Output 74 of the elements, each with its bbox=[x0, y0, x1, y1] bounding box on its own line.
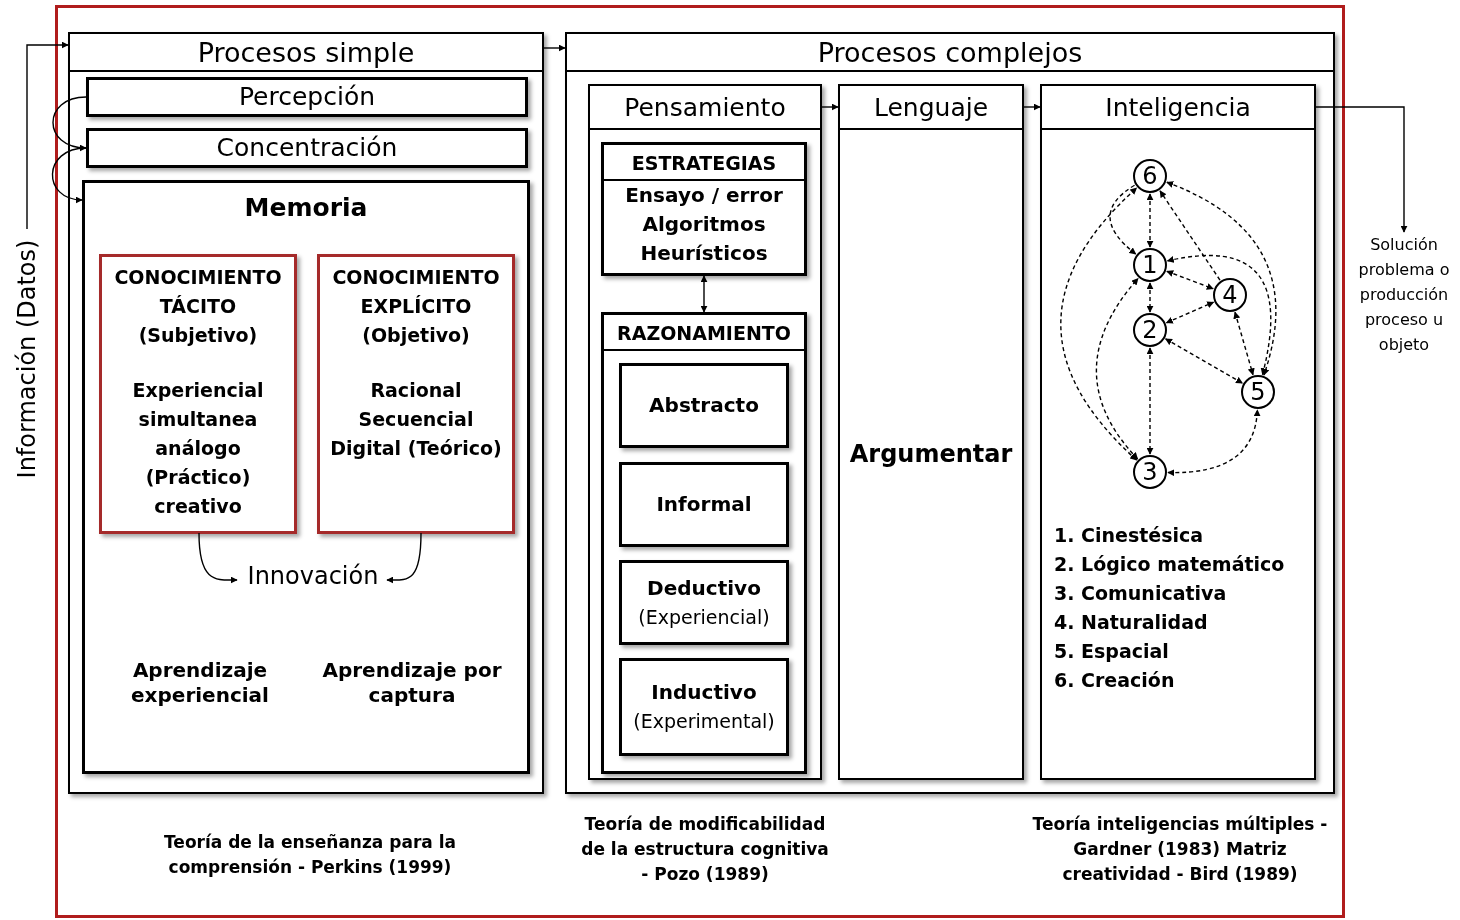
process-panel bbox=[565, 32, 1335, 794]
dashed-arrow bbox=[1164, 338, 1244, 384]
dashed-arrow bbox=[1165, 301, 1215, 324]
column-heading: Inteligencia bbox=[1042, 86, 1314, 130]
dashed-arrow bbox=[1166, 254, 1272, 376]
arrow bbox=[700, 275, 708, 313]
caption-text: Teoría inteligencias múltiples - Gardner (1983) Matriz creatividad - Bird (1989) bbox=[1031, 813, 1329, 886]
list-item: 4. Naturalidad bbox=[1054, 610, 1209, 635]
process-column bbox=[588, 84, 822, 780]
memory-box bbox=[82, 180, 530, 774]
knowledge-text: Experiencial simultanea análogo (Práctico) creativo bbox=[131, 378, 265, 519]
vertical-text: Información (Datos) bbox=[12, 229, 42, 489]
caption-text: Teoría de modificabilidad de la estructura cognitiva - Pozo (1989) bbox=[580, 813, 830, 886]
note-text: Aprendizaje experiencial bbox=[130, 658, 270, 708]
reasoning-title: Abstracto bbox=[649, 392, 759, 419]
box-heading: Memoria bbox=[243, 192, 369, 224]
reasoning-box bbox=[619, 462, 789, 547]
column-heading: Pensamiento bbox=[590, 86, 820, 130]
arrow bbox=[51, 147, 87, 203]
list-item: 5. Espacial bbox=[1054, 639, 1170, 664]
section-text: Ensayo / error Algoritmos Heurísticos bbox=[624, 182, 784, 267]
dashed-arrow bbox=[1095, 277, 1139, 460]
dashed-arrow bbox=[1233, 311, 1255, 376]
section-heading: RAZONAMIENTO bbox=[604, 315, 804, 351]
arrow bbox=[52, 96, 87, 151]
reasoning-subtitle: (Experimental) bbox=[633, 709, 775, 734]
reasoning-box bbox=[619, 363, 789, 448]
panel-heading: Procesos complejos bbox=[567, 34, 1333, 72]
knowledge-box bbox=[99, 254, 297, 534]
caption-text: Teoría de la enseñanza para la comprensión - Perkins (1999) bbox=[163, 831, 457, 879]
arrow bbox=[543, 44, 566, 52]
process-box: Concentración bbox=[86, 128, 528, 168]
section-heading: ESTRATEGIAS bbox=[604, 145, 804, 181]
knowledge-text: CONOCIMIENTO TÁCITO (Subjetivo) bbox=[113, 265, 283, 348]
arrow bbox=[821, 103, 839, 111]
arrow bbox=[1023, 103, 1041, 111]
dashed-arrow bbox=[1146, 193, 1154, 248]
process-panel bbox=[68, 32, 544, 794]
list-item: 1. Cinestésica bbox=[1054, 523, 1205, 548]
dashed-arrow bbox=[1159, 190, 1221, 281]
knowledge-text: CONOCIMIENTO EXPLÍCITO (Objetivo) bbox=[331, 265, 501, 348]
note-text: Aprendizaje por captura bbox=[322, 658, 502, 708]
dashed-arrow bbox=[1167, 409, 1261, 476]
arrow bbox=[1315, 106, 1408, 233]
dashed-arrow bbox=[1109, 184, 1137, 255]
list-item: 3. Comunicativa bbox=[1054, 581, 1228, 606]
panel-heading: Procesos simple bbox=[70, 34, 542, 72]
section-box bbox=[601, 312, 807, 774]
process-column bbox=[838, 84, 1024, 780]
process-column bbox=[1040, 84, 1316, 780]
dashed-arrow bbox=[1060, 187, 1138, 461]
dashed-arrow bbox=[1166, 270, 1214, 290]
knowledge-box bbox=[317, 254, 515, 534]
reasoning-title: Inductivo bbox=[651, 679, 757, 706]
arrow bbox=[26, 41, 69, 230]
knowledge-text: Racional Secuencial Digital (Teórico) bbox=[329, 378, 503, 461]
process-box: Percepción bbox=[86, 77, 528, 117]
reasoning-box bbox=[619, 658, 789, 756]
node-text: Innovación bbox=[238, 561, 388, 593]
dashed-arrow bbox=[1146, 347, 1154, 455]
list-item: 2. Lógico matemático bbox=[1054, 552, 1285, 577]
body-text: Argumentar bbox=[849, 439, 1013, 470]
reasoning-title: Deductivo bbox=[647, 574, 761, 602]
arrow bbox=[198, 532, 238, 584]
column-heading: Lenguaje bbox=[840, 86, 1022, 130]
reasoning-title: Informal bbox=[656, 491, 752, 518]
arrow bbox=[386, 532, 422, 584]
dashed-arrow bbox=[1166, 181, 1277, 376]
list-item: 6. Creación bbox=[1054, 668, 1176, 693]
reasoning-subtitle: (Experiencial) bbox=[638, 604, 770, 630]
section-box bbox=[601, 142, 807, 276]
dashed-arrow bbox=[1146, 282, 1154, 313]
reasoning-box bbox=[619, 560, 789, 645]
result-text: Solución problema o producción proceso u objeto bbox=[1347, 232, 1460, 357]
